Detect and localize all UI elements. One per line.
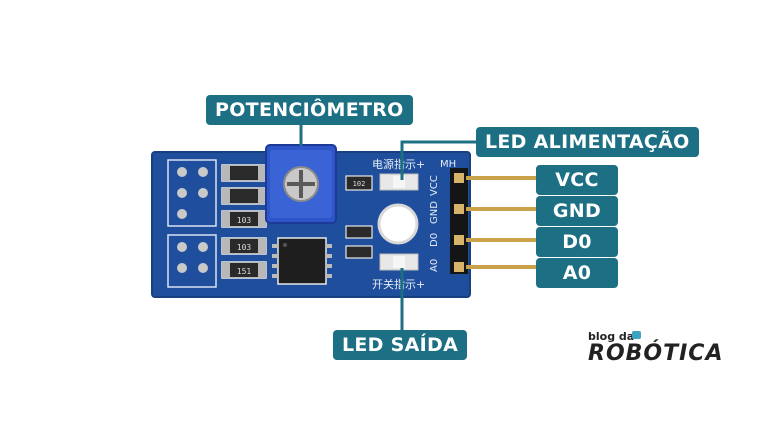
led-power xyxy=(379,173,419,191)
smd-component xyxy=(345,225,373,239)
corner-silkscreen: MH xyxy=(440,159,456,170)
smd-component xyxy=(221,164,267,182)
smd-resistor: 102 xyxy=(345,175,373,191)
silkscreen-box-top xyxy=(167,159,217,227)
pad xyxy=(198,188,208,198)
pins xyxy=(454,173,544,272)
pad xyxy=(177,242,187,252)
resistor-code: 151 xyxy=(237,267,252,276)
pad xyxy=(177,209,187,219)
mounting-hole xyxy=(377,203,419,245)
smd-component xyxy=(221,187,267,205)
pin-header xyxy=(450,168,468,274)
vcc-label: VCC xyxy=(536,165,618,195)
resistor-code: 103 xyxy=(237,243,252,252)
power-led-silkscreen: 电源指示+ xyxy=(372,157,425,171)
ic-chip xyxy=(272,237,332,285)
leader-lines xyxy=(299,122,476,330)
resistor-code: 102 xyxy=(353,180,366,188)
smd-resistor: 151 xyxy=(221,261,267,279)
switch-led-silkscreen: 开关指示+ xyxy=(372,277,425,291)
led-output xyxy=(379,253,419,271)
smd-resistor: 103 xyxy=(221,210,267,228)
silkscreen-box-bottom xyxy=(167,234,217,288)
smd-component xyxy=(345,245,373,259)
pad xyxy=(177,188,187,198)
d0-label: D0 xyxy=(536,227,618,257)
pin-silkscreen-a0: A0 xyxy=(429,259,440,272)
a0-label: A0 xyxy=(536,258,618,288)
gnd-label: GND xyxy=(536,196,618,226)
led-power-label: LED ALIMENTAÇÃO xyxy=(476,127,699,157)
pad xyxy=(198,263,208,273)
robot-icon xyxy=(632,331,641,339)
pin-silkscreen-gnd: GND xyxy=(429,201,440,224)
potentiometer-label: POTENCIÔMETRO xyxy=(206,95,413,125)
brand-name: ROBÓTICA xyxy=(588,341,724,366)
smd-resistor: 103 xyxy=(221,237,267,255)
pad xyxy=(198,167,208,177)
brand-top-text: blog da xyxy=(588,330,635,343)
led-output-label: LED SAÍDA xyxy=(333,330,468,360)
brand-logo: blog da ROBÓTICA xyxy=(588,330,722,370)
resistor-code: 103 xyxy=(237,216,252,225)
pin-silkscreen-vcc: VCC xyxy=(429,175,440,196)
pin-silkscreen-d0: D0 xyxy=(429,233,440,247)
pad xyxy=(198,242,208,252)
pad xyxy=(177,263,187,273)
potentiometer xyxy=(265,144,337,224)
pad xyxy=(177,167,187,177)
